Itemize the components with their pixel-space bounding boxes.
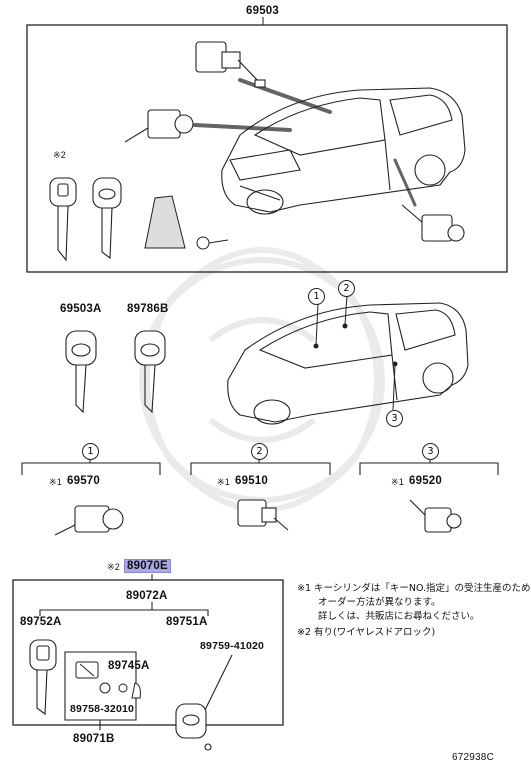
part-number-69503[interactable]: 69503 bbox=[246, 5, 279, 17]
cylinder-drawing-69570 bbox=[54, 505, 124, 536]
key-drawing-1 bbox=[49, 177, 77, 262]
part-number-89751a[interactable]: 89751A bbox=[166, 616, 208, 628]
cylinder-drawing-69520 bbox=[409, 499, 462, 533]
mark-label: ※2 bbox=[107, 562, 120, 572]
ignition-cylinder-drawing bbox=[195, 41, 266, 88]
part-number-69520[interactable]: 69520 bbox=[409, 475, 442, 487]
key-plate-drawing bbox=[144, 195, 186, 249]
car-illustration-top bbox=[221, 87, 466, 215]
mark-label: ※2 bbox=[53, 150, 66, 160]
part-number-89758-32010[interactable]: 89758-32010 bbox=[70, 703, 135, 715]
key-drawing-89786b bbox=[134, 330, 166, 414]
mark-label: ※1 bbox=[217, 477, 230, 487]
group-callout-3: 3 bbox=[422, 443, 439, 460]
part-number-89072a[interactable]: 89072A bbox=[126, 590, 168, 602]
note-1-line-1: ※1 キーシリンダは「キーNO.指定」の受注生産のため bbox=[297, 583, 531, 594]
diagram-id: 672938C bbox=[452, 752, 494, 763]
part-number-89786b[interactable]: 89786B bbox=[127, 303, 169, 315]
part-number-89752a[interactable]: 89752A bbox=[20, 616, 62, 628]
part-number-89745a[interactable]: 89745A bbox=[108, 660, 150, 672]
note-2: ※2 有り(ワイヤレスドアロック) bbox=[297, 627, 436, 638]
door-lock-cylinder-drawing bbox=[124, 109, 194, 143]
part-number-89759-41020[interactable]: 89759-41020 bbox=[200, 640, 265, 652]
mark-label: ※1 bbox=[391, 477, 404, 487]
rear-lock-cylinder-drawing bbox=[401, 204, 465, 242]
assembly-frame-69503 bbox=[26, 24, 508, 273]
kit-brackets bbox=[39, 602, 233, 730]
part-number-89070e-selected[interactable]: 89070E bbox=[124, 559, 171, 573]
part-number-89071b[interactable]: 89071B bbox=[73, 733, 115, 745]
group-callout-1: 1 bbox=[82, 443, 99, 460]
assembly-frame-89072a bbox=[12, 579, 284, 726]
key-drawing-89752a bbox=[29, 639, 57, 716]
screw-drawing bbox=[196, 236, 229, 250]
part-number-69510[interactable]: 69510 bbox=[235, 475, 268, 487]
note-1-line-3: 詳しくは、共販店にお尋ねください。 bbox=[318, 611, 480, 622]
group-brackets bbox=[21, 458, 499, 475]
part-number-69570[interactable]: 69570 bbox=[67, 475, 100, 487]
callout-3: 3 bbox=[386, 410, 403, 427]
note-1-line-2: オーダー方法が異なります。 bbox=[318, 597, 441, 608]
transmitter-parts-drawing bbox=[75, 661, 141, 699]
transmitter-drawing-89751a bbox=[175, 703, 212, 751]
part-number-69503a[interactable]: 69503A bbox=[60, 303, 102, 315]
mark-label: ※1 bbox=[49, 477, 62, 487]
group-callout-2: 2 bbox=[251, 443, 268, 460]
cylinder-drawing-69510 bbox=[237, 499, 289, 531]
key-drawing-69503a bbox=[65, 330, 97, 414]
callout-1: 1 bbox=[308, 288, 325, 305]
key-drawing-2 bbox=[92, 177, 122, 260]
callout-2: 2 bbox=[338, 280, 355, 297]
